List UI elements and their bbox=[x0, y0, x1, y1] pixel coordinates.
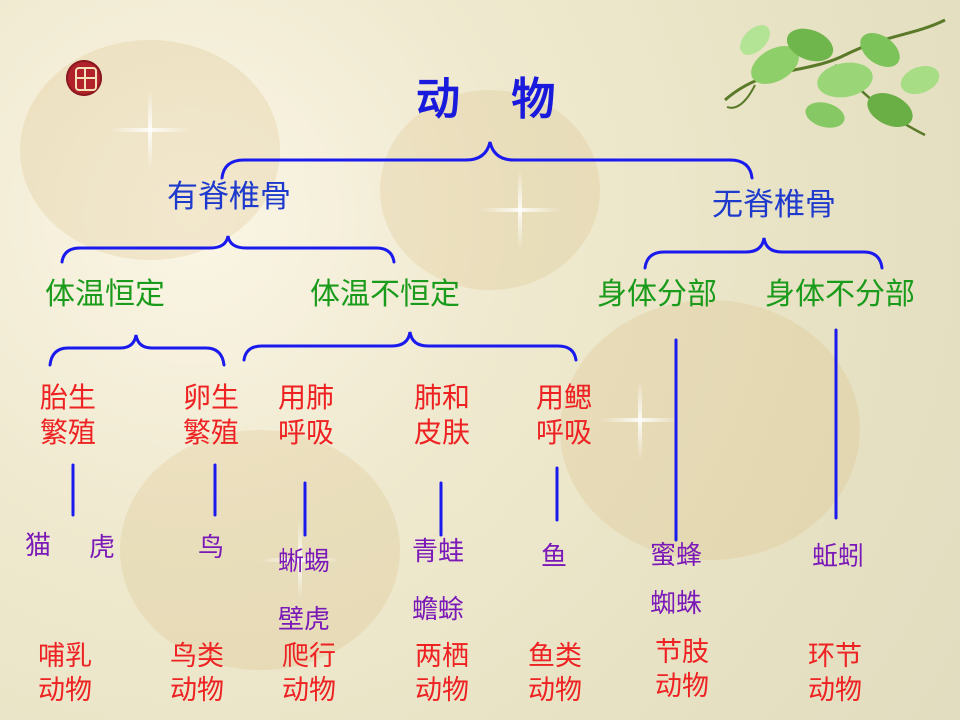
example-toad: 蟾蜍 bbox=[412, 595, 465, 625]
example-lizard: 蜥蜴 bbox=[278, 547, 331, 577]
node-vertebrate: 有脊椎骨 bbox=[167, 179, 291, 215]
category-reptile: 爬行 动物 bbox=[282, 641, 336, 706]
bracket-invertebrate bbox=[643, 237, 884, 270]
category-annelid: 环节 动物 bbox=[808, 641, 862, 706]
node-lung-breathing: 用肺 呼吸 bbox=[278, 381, 335, 449]
bracket-variable-temp bbox=[242, 331, 578, 362]
example-frog: 青蛙 bbox=[412, 537, 465, 567]
node-invertebrate: 无脊椎骨 bbox=[712, 187, 836, 223]
example-bee: 蜜蜂 bbox=[650, 541, 703, 571]
node-unsegmented-body: 身体不分部 bbox=[765, 277, 915, 312]
page-title: 动 物 bbox=[416, 74, 574, 125]
node-oviparous: 卵生 繁殖 bbox=[183, 381, 240, 449]
example-earthworm: 蚯蚓 bbox=[812, 542, 865, 572]
vine-leaves-icon bbox=[724, 18, 946, 137]
example-bird: 鸟 bbox=[198, 533, 225, 563]
node-lung-skin-breathing: 肺和 皮肤 bbox=[414, 381, 471, 449]
bracket-constant-temp bbox=[48, 334, 226, 367]
node-constant-temp: 体温恒定 bbox=[45, 277, 165, 312]
bg-blob bbox=[120, 430, 400, 670]
bg-blob bbox=[380, 90, 600, 290]
example-cat: 猫 bbox=[25, 531, 52, 561]
category-mammal: 哺乳 动物 bbox=[38, 641, 92, 706]
node-gill-breathing: 用鳃 呼吸 bbox=[536, 381, 593, 449]
category-fish: 鱼类 动物 bbox=[528, 641, 582, 706]
node-viviparous: 胎生 繁殖 bbox=[40, 381, 97, 449]
example-spider: 蜘蛛 bbox=[650, 589, 703, 619]
node-segmented-body: 身体分部 bbox=[597, 277, 717, 312]
bracket-vertebrate bbox=[60, 235, 396, 264]
category-amphibian: 两栖 动物 bbox=[415, 641, 469, 706]
node-variable-temp: 体温不恒定 bbox=[310, 277, 460, 312]
red-seal-icon bbox=[66, 60, 102, 96]
example-fish: 鱼 bbox=[541, 542, 568, 572]
example-gecko: 壁虎 bbox=[278, 605, 331, 635]
category-birds: 鸟类 动物 bbox=[170, 641, 224, 706]
bg-blob bbox=[560, 300, 860, 560]
category-arthropod: 节肢 动物 bbox=[655, 637, 709, 702]
example-tiger: 虎 bbox=[89, 533, 116, 563]
bracket-animals bbox=[220, 141, 754, 180]
